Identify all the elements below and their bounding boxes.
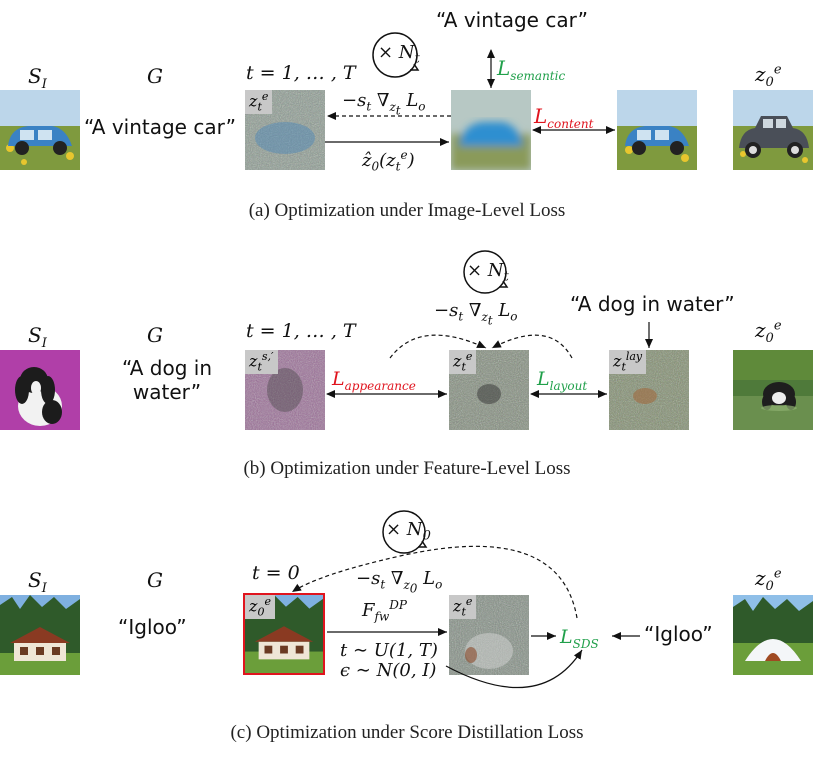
gradient-label-c: −st ∇z0 Lo [356,568,443,595]
dashed-arc-right-b [491,334,573,359]
source-image-label-b: SI [28,323,47,351]
result-dog-in-water-image [733,350,813,430]
style-latent-tag: zts,′ [245,350,278,374]
guidance-label-b: G [147,323,163,347]
repeat-label-c: × N0 [386,519,431,544]
sds-loss-label: LSDS [560,626,599,651]
layout-loss-label: Llayout [537,368,588,393]
semantic-prompt-a: “A vintage car” [436,8,589,32]
layout-prompt-b: “A dog in water” [570,292,735,316]
gradient-label-b: −st ∇zt Lo [434,300,518,327]
gradient-label-a: −st ∇zt Lo [342,90,426,117]
forward-label: FfwDP [362,598,407,624]
dashed-feedback-arc-c [291,545,578,619]
guidance-prompt-a: “A vintage car” [84,115,237,139]
content-reference-car-image [617,90,697,170]
input-latent-tag-c: z0e [245,595,275,619]
target-latent-label-a: z0e [755,62,782,90]
caption-c: (c) Optimization under Score Distillatio… [230,722,584,743]
noisy-latent-image-a: zte [245,90,325,170]
timestep-label-c: t = 0 [252,562,300,584]
guidance-label-c: G [147,568,163,592]
repeat-label-b: × Nt [467,260,509,285]
guidance-prompt-b-line2: water” [132,380,202,404]
style-latent-image: zts,′ [245,350,325,430]
source-image-label-c: SI [28,568,47,596]
noisy-latent-image-c: zte [449,595,529,675]
target-latent-image-b: zte [449,350,529,430]
guidance-label-a: G [147,64,163,88]
noise-to-sds-arc-c [445,649,583,689]
layout-latent-tag: ztlay [609,350,647,374]
latent-tag-a: zte [245,90,273,114]
dashed-arc-left-b [389,334,487,359]
timesteps-label-a: t = 1, … , T [246,62,356,84]
source-house-image [0,595,80,675]
caption-b: (b) Optimization under Feature-Level Los… [243,458,571,479]
result-vintage-car-image [733,90,813,170]
target-latent-tag-b: zte [449,350,477,374]
input-latent-image-c: z0e [243,593,325,675]
result-igloo-image [733,595,813,675]
target-latent-label-c: z0e [755,566,782,594]
appearance-loss-label: Lappearance [332,368,416,393]
source-dog-image [0,350,80,430]
source-image-label-a: SI [28,64,47,92]
caption-a: (a) Optimization under Image-Level Loss [248,200,566,221]
guidance-prompt-b-line1: “A dog in [121,356,213,380]
blurry-car-image [451,90,531,170]
noise-sample-label: ϵ ∼ N(0, I) [340,660,437,681]
target-prompt-c: “Igloo” [644,622,713,646]
timesteps-label-b: t = 1, … , T [246,320,356,342]
guidance-prompt-b: “A dog in water” [112,356,222,404]
semantic-loss-label: Lsemantic [497,56,566,83]
noisy-latent-tag-c: zte [449,595,477,619]
source-car-image [0,90,80,170]
guidance-prompt-c: “Igloo” [118,615,187,639]
repeat-circle-a [372,32,420,78]
time-sample-label: t ∼ U(1, T) [340,640,438,661]
repeat-circle-c [382,510,428,554]
layout-latent-image: ztlay [609,350,689,430]
pred-label-a: ẑ0(zte) [362,148,415,174]
target-latent-label-b: z0e [755,318,782,346]
repeat-circle-b [463,250,509,294]
